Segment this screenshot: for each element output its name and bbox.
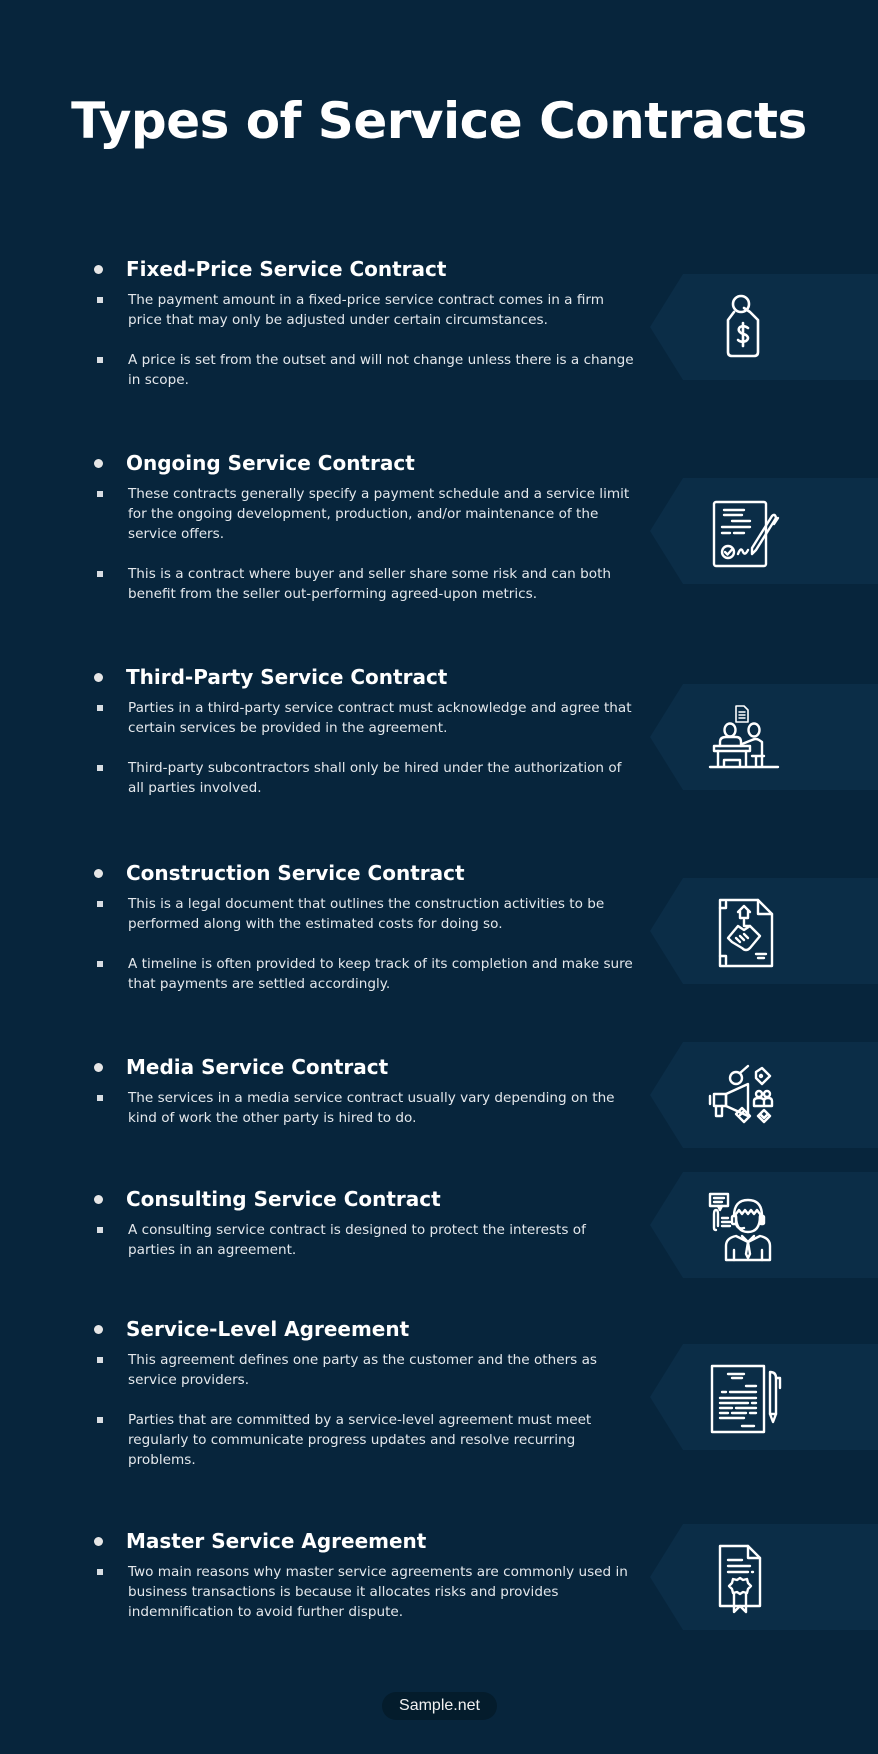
bullet-dot bbox=[94, 672, 103, 682]
bullet-dot bbox=[94, 1194, 103, 1204]
section-title: Ongoing Service Contract bbox=[126, 451, 415, 475]
icon-panel bbox=[650, 478, 878, 584]
bullet-list: The services in a media service contract… bbox=[94, 1088, 634, 1148]
price-tag-dollar-icon bbox=[726, 294, 760, 358]
icon-panel bbox=[650, 274, 878, 380]
section-heading: Master Service Agreement bbox=[94, 1528, 426, 1554]
list-item: A timeline is often provided to keep tra… bbox=[94, 954, 634, 994]
icon-panel bbox=[650, 1344, 878, 1450]
icon-panel bbox=[650, 684, 878, 790]
bullet-dot bbox=[94, 1324, 103, 1334]
icon-panel bbox=[650, 1172, 878, 1278]
list-item: This is a legal document that outlines t… bbox=[94, 894, 634, 934]
certificate-document-icon bbox=[718, 1544, 762, 1614]
square-bullet bbox=[97, 961, 103, 967]
signed-document-pen-icon bbox=[712, 500, 780, 568]
square-bullet bbox=[97, 1417, 103, 1423]
bullet-dot bbox=[94, 458, 103, 468]
bullet-list: This is a legal document that outlines t… bbox=[94, 894, 634, 1014]
square-bullet bbox=[97, 765, 103, 771]
bullet-list: Two main reasons why master service agre… bbox=[94, 1562, 634, 1642]
list-item: Parties that are committed by a service-… bbox=[94, 1410, 634, 1470]
square-bullet bbox=[97, 1357, 103, 1363]
list-item: This is a contract where buyer and selle… bbox=[94, 564, 634, 604]
bullet-list: A consulting service contract is designe… bbox=[94, 1220, 634, 1280]
list-item: These contracts generally specify a paym… bbox=[94, 484, 634, 544]
section-heading: Media Service Contract bbox=[94, 1054, 388, 1080]
section-title: Third-Party Service Contract bbox=[126, 665, 448, 689]
section-heading: Fixed-Price Service Contract bbox=[94, 256, 446, 282]
section-title: Consulting Service Contract bbox=[126, 1187, 441, 1211]
bullet-dot bbox=[94, 264, 103, 274]
list-item: A price is set from the outset and will … bbox=[94, 350, 634, 390]
square-bullet bbox=[97, 491, 103, 497]
section-heading: Construction Service Contract bbox=[94, 860, 465, 886]
list-item: Parties in a third-party service contrac… bbox=[94, 698, 634, 738]
list-item: A consulting service contract is designe… bbox=[94, 1220, 634, 1260]
square-bullet bbox=[97, 1569, 103, 1575]
bullet-dot bbox=[94, 1062, 103, 1072]
square-bullet bbox=[97, 357, 103, 363]
icon-panel bbox=[650, 1042, 878, 1148]
square-bullet bbox=[97, 571, 103, 577]
list-item: The payment amount in a fixed-price serv… bbox=[94, 290, 634, 330]
section-heading: Third-Party Service Contract bbox=[94, 664, 447, 690]
megaphone-media-icon bbox=[708, 1064, 774, 1124]
section-title: Master Service Agreement bbox=[126, 1529, 427, 1553]
section-title: Construction Service Contract bbox=[126, 861, 465, 885]
square-bullet bbox=[97, 1227, 103, 1233]
list-item: The services in a media service contract… bbox=[94, 1088, 634, 1128]
square-bullet bbox=[97, 297, 103, 303]
section-title: Media Service Contract bbox=[126, 1055, 389, 1079]
square-bullet bbox=[97, 1095, 103, 1101]
section-heading: Service-Level Agreement bbox=[94, 1316, 409, 1342]
list-item: Two main reasons why master service agre… bbox=[94, 1562, 634, 1622]
bullet-list: Parties in a third-party service contrac… bbox=[94, 698, 634, 818]
section-title: Fixed-Price Service Contract bbox=[126, 257, 447, 281]
icon-panel bbox=[650, 878, 878, 984]
handshake-house-document-icon bbox=[718, 898, 774, 968]
square-bullet bbox=[97, 705, 103, 711]
bullet-dot bbox=[94, 868, 103, 878]
icon-panel bbox=[650, 1524, 878, 1630]
brand-badge: Sample.net bbox=[382, 1692, 497, 1720]
page-title: Types of Service Contracts bbox=[71, 92, 807, 150]
section-heading: Ongoing Service Contract bbox=[94, 450, 415, 476]
bullet-list: This agreement defines one party as the … bbox=[94, 1350, 634, 1490]
section-title: Service-Level Agreement bbox=[126, 1317, 410, 1341]
consultant-headset-icon bbox=[708, 1192, 772, 1262]
document-pen-icon bbox=[710, 1364, 782, 1434]
list-item: This agreement defines one party as the … bbox=[94, 1350, 634, 1390]
bullet-dot bbox=[94, 1536, 103, 1546]
square-bullet bbox=[97, 901, 103, 907]
section-heading: Consulting Service Contract bbox=[94, 1186, 441, 1212]
meeting-at-desk-icon bbox=[708, 705, 780, 769]
list-item: Third-party subcontractors shall only be… bbox=[94, 758, 634, 798]
bullet-list: The payment amount in a fixed-price serv… bbox=[94, 290, 634, 410]
bullet-list: These contracts generally specify a paym… bbox=[94, 484, 634, 624]
